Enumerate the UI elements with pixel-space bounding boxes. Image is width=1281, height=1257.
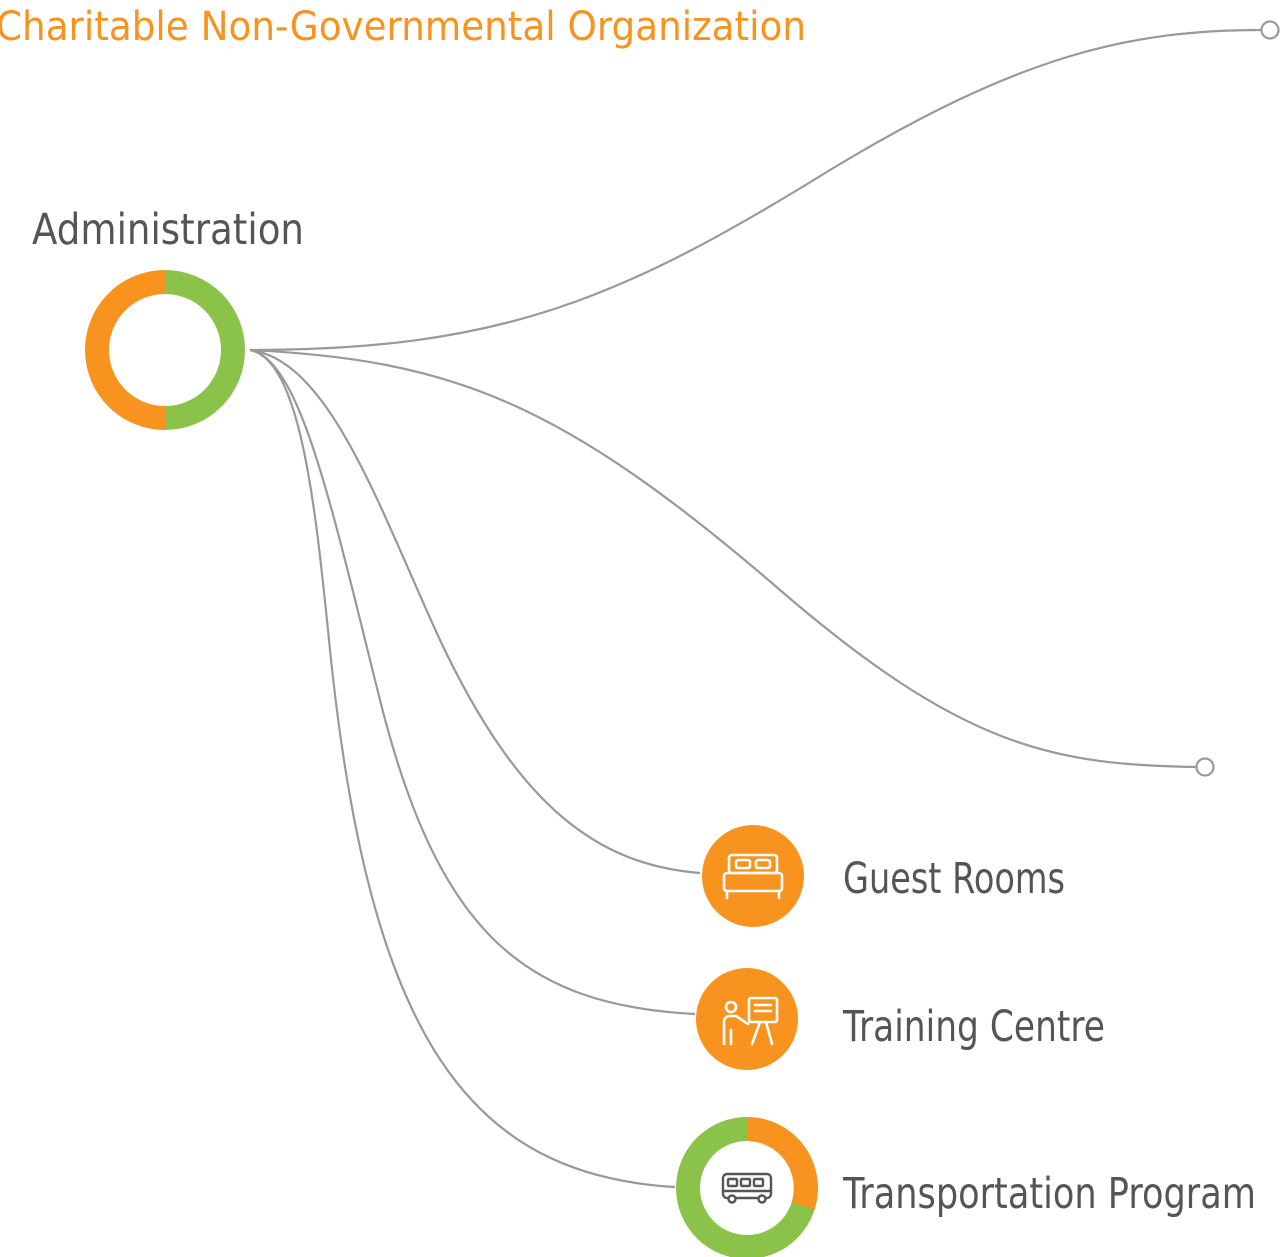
connector-transportation bbox=[249, 348, 676, 1189]
bed-icon bbox=[722, 853, 784, 900]
page-title: Charitable Non-Governmental Organization bbox=[0, 4, 806, 50]
connectors bbox=[249, 28, 1263, 1189]
branch-guest-rooms: Guest Rooms bbox=[702, 825, 1065, 927]
root-ring bbox=[85, 270, 245, 430]
connector-training-centre bbox=[249, 348, 696, 1016]
training-centre-label: Training Centre bbox=[842, 1002, 1105, 1052]
transportation-label: Transportation Program bbox=[842, 1169, 1256, 1219]
connector-lower-right bbox=[249, 348, 1198, 769]
transportation-ring-progress bbox=[746, 1117, 818, 1210]
endpoint-top bbox=[1260, 20, 1280, 40]
bus-icon bbox=[721, 1172, 773, 1204]
presentation-icon bbox=[722, 996, 779, 1046]
guest-rooms-label: Guest Rooms bbox=[843, 854, 1065, 904]
connector-top bbox=[249, 28, 1263, 352]
connector-guest-rooms bbox=[249, 348, 701, 875]
root-ring-left-segment bbox=[85, 270, 166, 430]
guest-rooms-node bbox=[702, 825, 804, 927]
branch-training-centre: Training Centre bbox=[696, 968, 1105, 1070]
branch-transportation: Transportation Program bbox=[676, 1117, 1256, 1257]
root-ring-right-segment bbox=[164, 270, 245, 430]
endpoint-lower-right bbox=[1195, 757, 1215, 777]
root-label: Administration bbox=[32, 205, 304, 255]
training-centre-node bbox=[696, 968, 798, 1070]
